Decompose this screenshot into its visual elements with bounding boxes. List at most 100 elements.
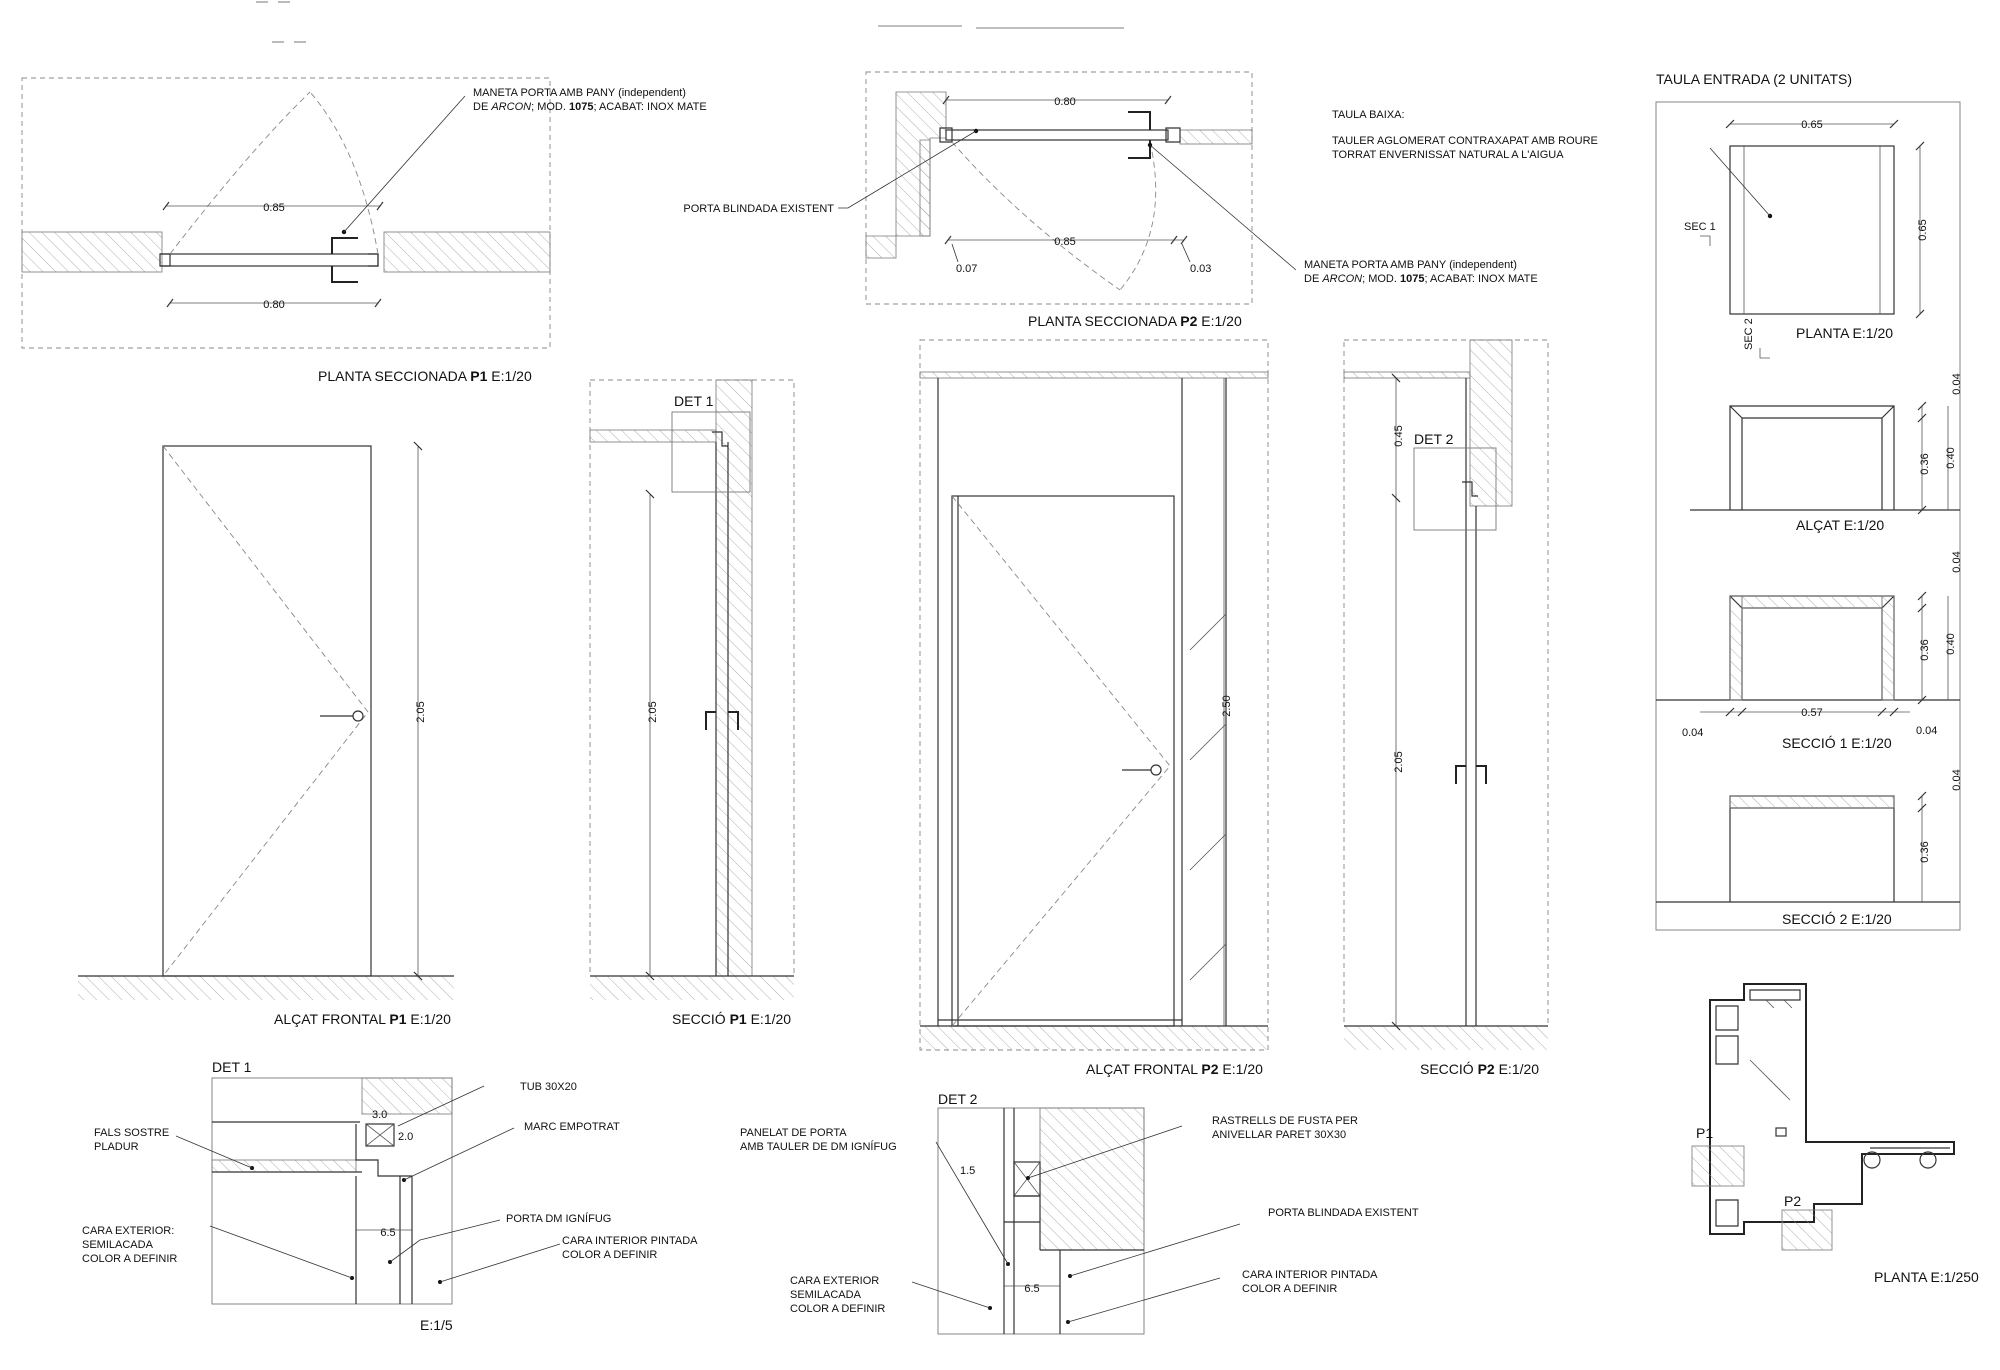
table-elev-inner: 0.36 (1919, 453, 1931, 474)
p1-elevation: 2.05 ALÇAT FRONTAL P1 E:1/20 (78, 441, 454, 1027)
det2-ext-1: CARA EXTERIOR (790, 1275, 879, 1287)
p1-elev-handle-icon (352, 710, 364, 722)
p2-sec-wall (1469, 339, 1513, 507)
table-s2-title: SECCIÓ 2 E:1/20 (1782, 911, 1892, 927)
det2-ext-2: SEMILACADA (790, 1289, 862, 1301)
p2-sec-dim-height: 2.05 (1393, 751, 1405, 772)
p2-sec-title: SECCIÓ P2 E:1/20 (1420, 1061, 1539, 1077)
p1-plan-frame (21, 77, 551, 349)
p2-sec-handle-icon (1455, 765, 1487, 784)
p2-sec-det-label: DET 2 (1414, 431, 1454, 447)
p2-section: DET 2 0.45 2.05 SECCIÓ P2 E:1/20 (1343, 339, 1549, 1077)
key-plan-p1: P1 (1696, 1125, 1713, 1141)
det1-marc-label: MARC EMPOTRAT (524, 1121, 620, 1133)
p1-sec-title: SECCIÓ P1 E:1/20 (672, 1011, 791, 1027)
det1-ext-3: COLOR A DEFINIR (82, 1253, 177, 1265)
p2-plan-handle-icon (1128, 111, 1151, 159)
p2-plan-dim-bottom: 0.85 (1054, 236, 1075, 248)
p1-sec-ceiling (589, 429, 717, 443)
p1-plan-title: PLANTA SECCIONADA P1 E:1/20 (318, 368, 532, 384)
p1-elev-door (162, 445, 372, 977)
table-note-1: TAULA BAIXA: (1332, 109, 1405, 121)
key-plan: P1 P2 PLANTA E:1/250 (1691, 983, 1979, 1285)
p2-elev-dim-height: 2.50 (1221, 695, 1233, 716)
table-s1-top: 0.04 (1951, 551, 1963, 572)
p2-plan-handle-leader (1149, 144, 1297, 271)
top-stray-marks (256, 1, 1124, 43)
det2-detail: DET 2 1.5 6.5 PANELAT DE PORTA AMB TAULE… (740, 1091, 1419, 1335)
p2-plan-frame-right (1165, 127, 1181, 143)
p2-plan-note-2: DE ARCON; MOD. 1075; ACABAT: INOX MATE (1304, 273, 1538, 285)
p1-sec-det-label: DET 1 (674, 393, 714, 409)
p1-plan-frame-left (160, 253, 171, 267)
det2-int-2: COLOR A DEFINIR (1242, 1283, 1337, 1295)
det1-plasterboard (211, 1159, 357, 1173)
p1-sec-det-box (671, 411, 751, 493)
table-s1-title: SECCIÓ 1 E:1/20 (1782, 735, 1892, 751)
p2-elev-ceiling (919, 371, 1269, 379)
table-panel-frame (1655, 101, 1961, 931)
p1-plan-wall-right (383, 231, 551, 273)
key-plan-p2-zone (1781, 1209, 1833, 1251)
det2-profile (1004, 1195, 1144, 1251)
table-plan-w: 0.65 (1801, 119, 1822, 131)
p2-plan-note-existing: PORTA BLINDADA EXISTENT (683, 203, 834, 215)
key-plan-p2: P2 (1784, 1193, 1801, 1209)
det2-ext-3: COLOR A DEFINIR (790, 1303, 885, 1315)
det1-int-1: CARA INTERIOR PINTADA (562, 1235, 698, 1247)
key-plan-title: PLANTA E:1/250 (1874, 1269, 1979, 1285)
table-elev-top: 0.04 (1951, 373, 1963, 394)
p1-elev-title: ALÇAT FRONTAL P1 E:1/20 (274, 1011, 451, 1027)
table-sec1-tag: SEC 1 (1684, 221, 1716, 233)
p2-sec-frame-profile (1462, 481, 1478, 497)
p2-plan-wall-right (1179, 129, 1253, 145)
det2-blind-label: PORTA BLINDADA EXISTENT (1268, 1207, 1419, 1219)
table-s2-top: 0.04 (1951, 769, 1963, 790)
table-note-3: TORRAT ENVERNISSAT NATURAL A L'AIGUA (1332, 149, 1564, 161)
p2-plan-dim-top: 0.80 (1054, 96, 1075, 108)
p2-plan-note-1: MANETA PORTA AMB PANY (independent) (1304, 259, 1517, 271)
table-elev-body (1729, 405, 1895, 510)
p2-plan-door-leaf (945, 129, 1169, 141)
p2-sec-det-box (1413, 447, 1497, 531)
p2-plan-existing-leader (838, 130, 977, 209)
p1-section: DET 1 2.05 SECCIÓ P1 E:1/20 (589, 379, 795, 1027)
p2-plan-dim-right: 0.03 (1190, 263, 1211, 275)
det2-int-1: CARA INTERIOR PINTADA (1242, 1269, 1378, 1281)
table-s1-total: 0.40 (1945, 633, 1957, 654)
p1-plan-swing-arc (169, 91, 311, 255)
p2-elev-panel-hatch (1189, 613, 1227, 981)
det1-frame-profile (355, 1124, 412, 1177)
p2-elev-frame (919, 339, 1269, 1051)
p2-plan-frame (865, 71, 1253, 305)
table-s1-left: 0.04 (1682, 727, 1703, 739)
table-s1-inner: 0.36 (1919, 639, 1931, 660)
det1-detail: DET 1 3.0 2.0 6.5 TUB 30X20 MARC EMPOTRA… (82, 1059, 698, 1333)
key-plan-outline (1709, 983, 1955, 1235)
p2-elevation: 2.50 ALÇAT FRONTAL P2 E:1/20 (919, 339, 1269, 1077)
table-s2-body (1729, 795, 1895, 902)
p1-plan-leader (343, 95, 466, 233)
det1-dim-30: 3.0 (372, 1109, 387, 1121)
det1-tube (365, 1123, 395, 1147)
p1-sec-dim-height: 2.05 (647, 701, 659, 722)
table-sec2-tag: SEC 2 (1743, 318, 1755, 350)
p2-elev-handle-icon (1150, 764, 1162, 776)
det1-fals-1: FALS SOSTRE (94, 1127, 169, 1139)
p2-plan: 0.80 0.85 0.07 0.03 PORTA BLINDADA EXIST… (683, 71, 1538, 329)
det1-ext-1: CARA EXTERIOR: (82, 1225, 174, 1237)
table-s1-right: 0.04 (1916, 725, 1937, 737)
p1-plan-frame-right (368, 253, 379, 267)
table-s2-inner: 0.36 (1919, 841, 1931, 862)
key-plan-p1-zone (1691, 1145, 1745, 1187)
table-s1-width: 0.57 (1801, 707, 1822, 719)
p2-plan-wall-left (865, 91, 947, 259)
p1-sec-wall (715, 379, 753, 977)
det2-ras-2: ANIVELLAR PARET 30X30 (1212, 1129, 1346, 1141)
p1-elev-dim-height: 2.05 (415, 701, 427, 722)
det2-dim-65: 6.5 (1024, 1283, 1039, 1295)
p1-sec-frame (589, 379, 795, 977)
det2-ras-1: RASTRELLS DE FUSTA PER (1212, 1115, 1358, 1127)
table-title: TAULA ENTRADA (2 UNITATS) (1656, 71, 1852, 87)
